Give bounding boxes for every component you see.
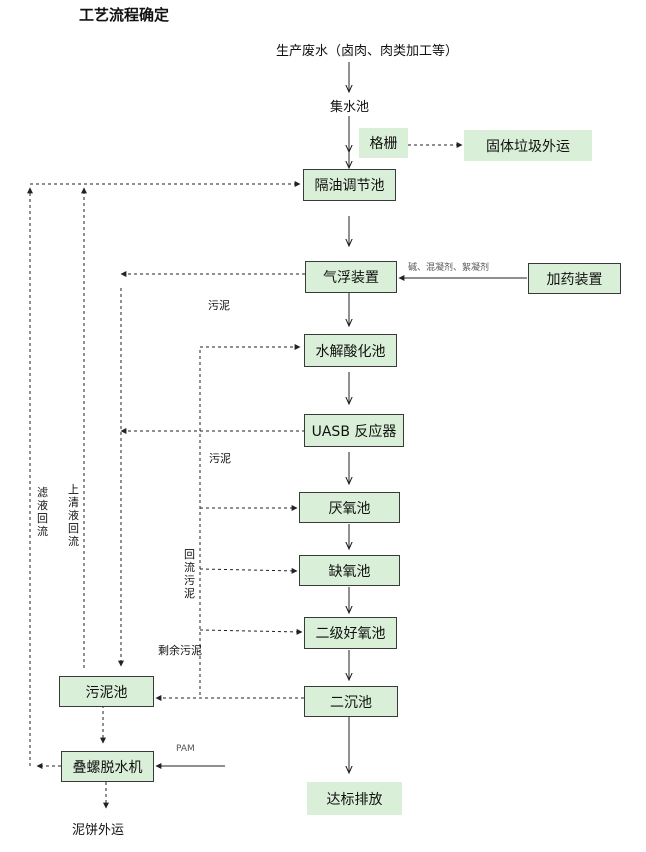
solid-waste-box: 固体垃圾外运 bbox=[464, 130, 592, 161]
sludge-tank-box: 污泥池 bbox=[59, 676, 154, 707]
aerobic-box: 二级好氧池 bbox=[304, 617, 397, 649]
discharge-box: 达标排放 bbox=[307, 782, 402, 815]
pam-label: PAM bbox=[176, 744, 195, 754]
return-sludge-label: 回流污泥 bbox=[184, 548, 195, 600]
page-title: 工艺流程确定 bbox=[79, 6, 170, 24]
hydrolysis-box: 水解酸化池 bbox=[304, 334, 397, 367]
screw-press-box: 叠螺脱水机 bbox=[61, 751, 154, 782]
cake-out-label: 泥饼外运 bbox=[72, 823, 125, 838]
sludge-label-1: 污泥 bbox=[208, 299, 230, 312]
uasb-box: UASB 反应器 bbox=[304, 414, 404, 447]
air-flotation-box: 气浮装置 bbox=[305, 261, 397, 293]
filtrate-return-label: 滤液回流 bbox=[37, 486, 48, 538]
supernatant-return-label: 上清液回流 bbox=[68, 483, 79, 548]
source-label: 生产废水（卤肉、肉类加工等） bbox=[276, 44, 459, 59]
collect-tank-label: 集水池 bbox=[330, 100, 370, 115]
grille-box: 格栅 bbox=[359, 128, 408, 158]
dosing-box: 加药装置 bbox=[528, 263, 621, 294]
excess-sludge-label: 剩余污泥 bbox=[158, 644, 202, 657]
sludge-label-2: 污泥 bbox=[209, 452, 231, 465]
oil-separation-box: 隔油调节池 bbox=[303, 169, 396, 201]
chemicals-label: 碱、混凝剂、絮凝剂 bbox=[408, 263, 490, 273]
secondary-settle-box: 二沉池 bbox=[304, 686, 398, 717]
arrow-return-anoxic bbox=[199, 567, 298, 574]
anoxic-box: 缺氧池 bbox=[299, 555, 400, 586]
anaerobic-box: 厌氧池 bbox=[299, 492, 400, 523]
arrow-return-aerobic bbox=[199, 628, 303, 635]
